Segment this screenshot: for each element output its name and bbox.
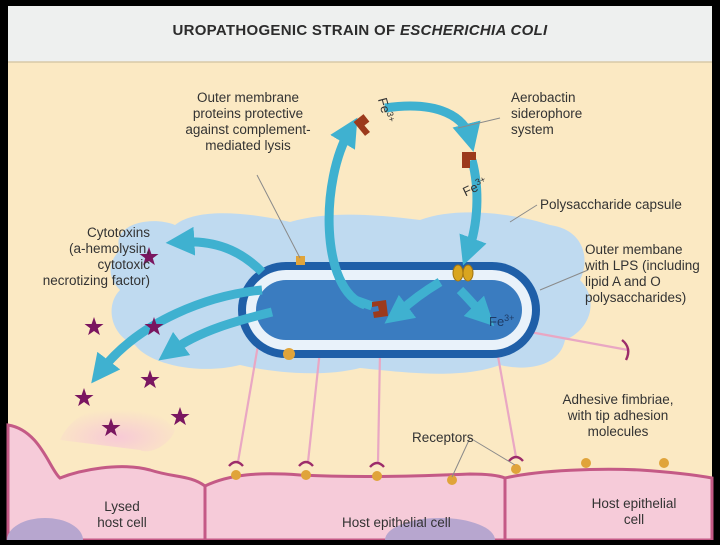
leader-lines [256,117,589,478]
title-main: UROPATHOGENIC STRAIN OF [172,22,400,39]
host-cell-1-nucleus [385,518,495,545]
siderophores [353,114,476,318]
arrow-iron-inside [456,286,495,327]
label-outer-membrane-proteins: Outer membrane proteins protective again… [185,90,311,153]
receptor [447,475,457,485]
ecoli-bacterium [238,256,540,360]
toxin-star [74,388,94,407]
label-receptors: Receptors [412,430,474,445]
toxin-star [84,317,104,336]
title-italic: ESCHERICHIA COLI [399,22,548,39]
cytotoxin-stars [74,247,190,437]
label-lysed-host-cell: Lysed host cell [97,499,147,530]
toxin-star [140,370,160,389]
lysed-host-cell [6,423,207,542]
figure-title: UROPATHOGENIC STRAIN OF ESCHERICHIA COLI [0,22,720,39]
adhesive-fimbriae [236,330,629,464]
header-band [8,6,712,62]
arrow-toxin-3 [158,307,274,361]
fimbria-tip-adhesins [228,339,630,468]
receptor [659,458,669,468]
label-polysaccharide-capsule: Polysaccharide capsule [540,197,682,212]
receptor [581,458,591,468]
receptor [511,464,521,474]
siderophore-right [462,152,476,168]
label-host-epithelial-cell-1: Host epithelial cell [342,515,451,530]
label-host-epithelial-cell-2: Host epithelial cell [591,496,677,527]
receptor [231,470,241,480]
outer-membrane-protein [296,256,305,265]
toxin-star [101,418,121,437]
cytotoxin-arrows [91,226,274,384]
label-outer-membrane-lps: Outer membane with LPS (including lipid … [585,242,700,305]
siderophore-inside [372,300,388,318]
arrow-toxin-1 [165,226,266,276]
siderophore-top [353,114,370,136]
toxin-star [144,317,164,336]
label-aerobactin: Aerobactin siderophore system [511,90,583,137]
siderophore-cycle-arrows [324,101,495,327]
arrow-siderophore-out [384,101,481,152]
fimbria-base [283,348,295,360]
aerobactin-receptor-left [452,264,464,282]
arrow-toxin-2 [91,285,263,384]
toxin-star [139,247,159,266]
receptor [372,471,382,481]
arrow-to-periplasm [384,278,443,324]
host-epithelial-cell-2 [503,467,714,542]
label-cytotoxins: Cytotoxins (a-hemolysin, cytotoxic necro… [42,225,150,288]
host-cells [6,404,714,545]
label-adhesive-fimbriae: Adhesive fimbriae, with tip adhesion mol… [562,392,674,439]
receptor [301,470,311,480]
lysed-cell-nucleus [7,518,83,545]
receptors [231,458,669,485]
aerobactin-receptor-right [462,264,474,282]
arrow-siderophore-in [459,158,487,266]
arrow-siderophore-export [324,117,367,310]
toxin-star [170,407,190,426]
